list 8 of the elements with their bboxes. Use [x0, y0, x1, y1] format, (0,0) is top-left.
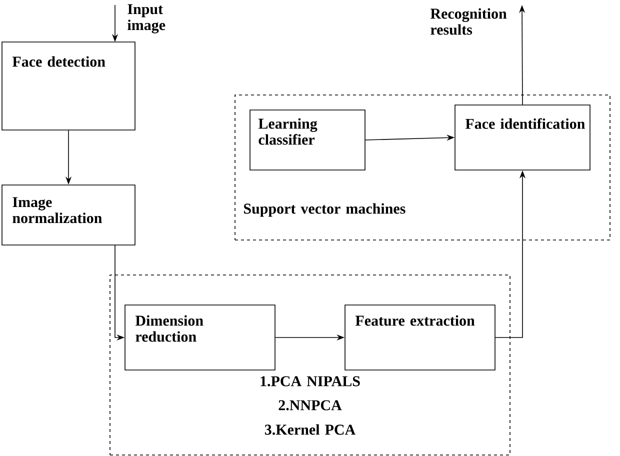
process-box: Image normalization — [2, 184, 136, 246]
process-box: Face detection — [2, 42, 136, 130]
process-box: Learning classifier — [250, 110, 366, 170]
edge-label: Recognition results — [430, 8, 507, 35]
process-box: Face identification — [454, 104, 590, 170]
edge-label: Input image — [128, 4, 166, 34]
process-box: Feature extraction — [344, 304, 496, 370]
process-box: Dimension reduction — [124, 304, 276, 370]
